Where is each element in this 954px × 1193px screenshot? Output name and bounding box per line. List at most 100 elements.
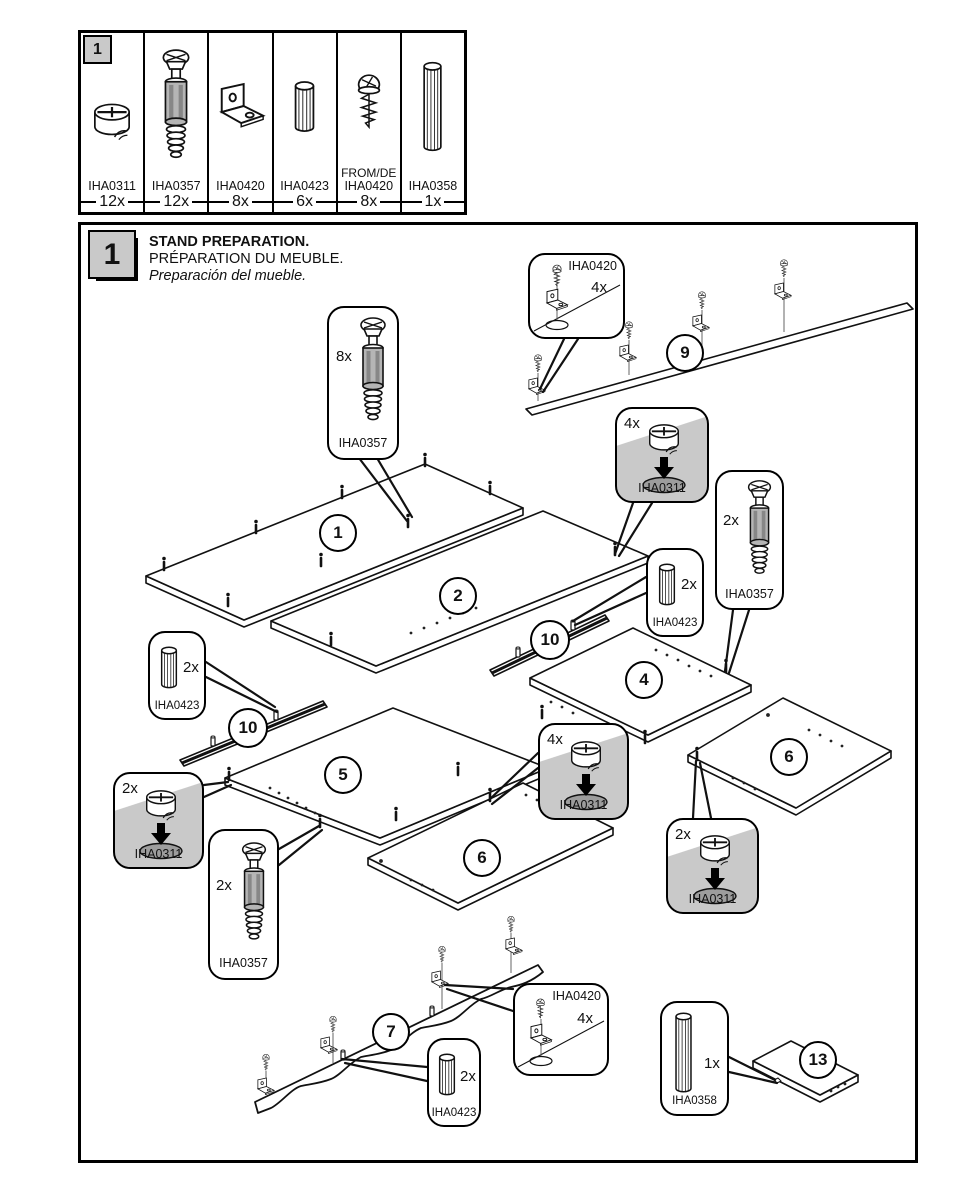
- panel-label-2: 2: [439, 577, 477, 615]
- bracket-icon: [212, 81, 268, 131]
- callout-part-id: IHA0357: [725, 587, 774, 601]
- dowel-icon: [436, 1046, 458, 1102]
- step-number-badge: 1: [88, 230, 136, 279]
- callout-bracket-4x-top: IHA0420 4x: [528, 253, 625, 339]
- part-qty: 8x: [337, 193, 400, 211]
- callout-qty: 2x: [122, 780, 138, 797]
- callout-qty: 4x: [624, 415, 640, 432]
- cam-bolt-icon: [743, 479, 776, 579]
- step-titles: STAND PREPARATION. PRÉPARATION DU MEUBLE…: [149, 234, 343, 284]
- callout-qty: 4x: [591, 279, 607, 296]
- callout-cam-bolt-2x-right: 2x IHA0357: [715, 470, 784, 610]
- callout-part-id: IHA0423: [652, 617, 698, 629]
- part-id: IHA0420: [216, 178, 265, 193]
- rail7-hardware: [257, 915, 523, 1095]
- dowel-icon: [656, 556, 678, 612]
- cam-lock-icon: [642, 423, 686, 494]
- screw-icon: [354, 71, 384, 129]
- panel-label-5: 5: [324, 756, 362, 794]
- part-prefix: FROM/DE: [341, 165, 397, 180]
- callout-part-id: IHA0420: [568, 259, 617, 273]
- callout-qty: 2x: [675, 826, 691, 843]
- callout-dowel-2x-bottom: 2x IHA0423: [427, 1038, 481, 1127]
- panel-label-7: 7: [372, 1013, 410, 1051]
- part-qty: 6x: [273, 193, 336, 211]
- callout-part-id: IHA0311: [559, 798, 608, 812]
- part-id: IHA0358: [408, 178, 458, 193]
- bracket-diagram-icon: [517, 998, 605, 1068]
- callout-qty: 1x: [704, 1055, 720, 1072]
- callout-qty: 8x: [336, 348, 352, 365]
- parts-item-screw: FROM/DE IHA0420 8x: [337, 33, 402, 212]
- callout-qty: 4x: [577, 1010, 593, 1027]
- callout-qty: 2x: [216, 877, 232, 894]
- callout-bracket-4x-bottom: IHA0420 4x: [513, 983, 609, 1076]
- parts-list-step-badge: 1: [83, 35, 112, 64]
- callout-part-id: IHA0358: [672, 1095, 717, 1107]
- cam-lock-icon: [86, 95, 138, 143]
- cam-lock-icon: [693, 834, 737, 905]
- callout-part-id: IHA0357: [219, 956, 268, 970]
- exploded-diagram: [145, 259, 914, 1114]
- callout-qty: 2x: [460, 1068, 476, 1085]
- callout-cam-lock-4x-top: 4x IHA0311: [615, 407, 709, 503]
- cam-bolt-icon: [237, 839, 271, 947]
- part-id: IHA0423: [280, 178, 329, 193]
- callout-cam-lock-2x-left: 2x IHA0311: [113, 772, 204, 869]
- dowel-icon: [291, 77, 318, 135]
- long-dowel-icon: [419, 58, 446, 154]
- step-title-en: STAND PREPARATION.: [149, 234, 310, 250]
- parts-item-cam-bolt: IHA0357 12x: [145, 33, 210, 212]
- step-title-fr: PRÉPARATION DU MEUBLE.: [149, 250, 344, 267]
- part-id: IHA0420: [344, 178, 394, 193]
- cam-bolt-icon: [355, 316, 391, 426]
- panel-label-13: 13: [799, 1041, 837, 1079]
- callout-cam-bolt-2x-left: 2x IHA0357: [208, 829, 279, 980]
- bracket-diagram-icon: [533, 264, 621, 332]
- step-title-es: Preparación del mueble.: [149, 267, 307, 284]
- leader-lines: [202, 337, 779, 1085]
- panel-label-6a: 6: [463, 839, 501, 877]
- part-qty: 8x: [209, 193, 272, 211]
- part-qty: 12x: [81, 193, 144, 211]
- callout-part-id: IHA0311: [688, 892, 737, 906]
- part-id: IHA0311: [88, 178, 136, 193]
- dowel-icon: [158, 639, 180, 695]
- callout-qty: 2x: [723, 512, 739, 529]
- callout-qty: 2x: [183, 659, 199, 676]
- panel-holes: [268, 606, 847, 1093]
- panel-label-10a: 10: [228, 708, 268, 748]
- step-panel: 1 STAND PREPARATION. PRÉPARATION DU MEUB…: [78, 222, 918, 1163]
- parts-list: 1 IHA0311 12x IHA0357 12x IHA0420: [78, 30, 467, 215]
- panel-label-6b: 6: [770, 738, 808, 776]
- callout-dowel-2x-left: 2x IHA0423: [148, 631, 206, 720]
- callout-part-id: IHA0357: [338, 436, 388, 450]
- long-dowel-icon: [672, 1009, 695, 1095]
- callout-long-dowel-1x: 1x IHA0358: [660, 1001, 729, 1116]
- panel-label-10b: 10: [530, 620, 570, 660]
- callout-qty: 4x: [547, 731, 563, 748]
- panel-label-9: 9: [666, 334, 704, 372]
- parts-item-cam-lock: IHA0311 12x: [81, 33, 146, 212]
- part-qty: 12x: [145, 193, 208, 211]
- callout-part-id: IHA0420: [552, 989, 601, 1003]
- callout-cam-lock-2x-right: 2x IHA0311: [666, 818, 759, 914]
- callout-cam-lock-4x-center: 4x IHA0311: [538, 723, 629, 820]
- panel-label-4: 4: [625, 661, 663, 699]
- parts-item-long-dowel: IHA0358 1x: [401, 33, 465, 212]
- part-qty: 1x: [401, 193, 465, 211]
- cam-bolt-icon: [157, 48, 195, 164]
- callout-qty: 2x: [681, 576, 697, 593]
- parts-item-bracket: IHA0420 8x: [209, 33, 274, 212]
- callout-part-id: IHA0423: [154, 700, 200, 712]
- callout-part-id: IHA0423: [431, 1107, 477, 1119]
- cam-lock-icon: [139, 789, 183, 860]
- callout-part-id: IHA0311: [638, 481, 686, 495]
- parts-item-dowel: IHA0423 6x: [273, 33, 338, 212]
- callout-dowel-2x-right: 2x IHA0423: [646, 548, 704, 637]
- panel-label-1: 1: [319, 514, 357, 552]
- cam-lock-icon: [564, 740, 608, 811]
- callout-cam-bolt-8x: 8x IHA0357: [327, 306, 399, 460]
- part-id: IHA0357: [151, 178, 201, 193]
